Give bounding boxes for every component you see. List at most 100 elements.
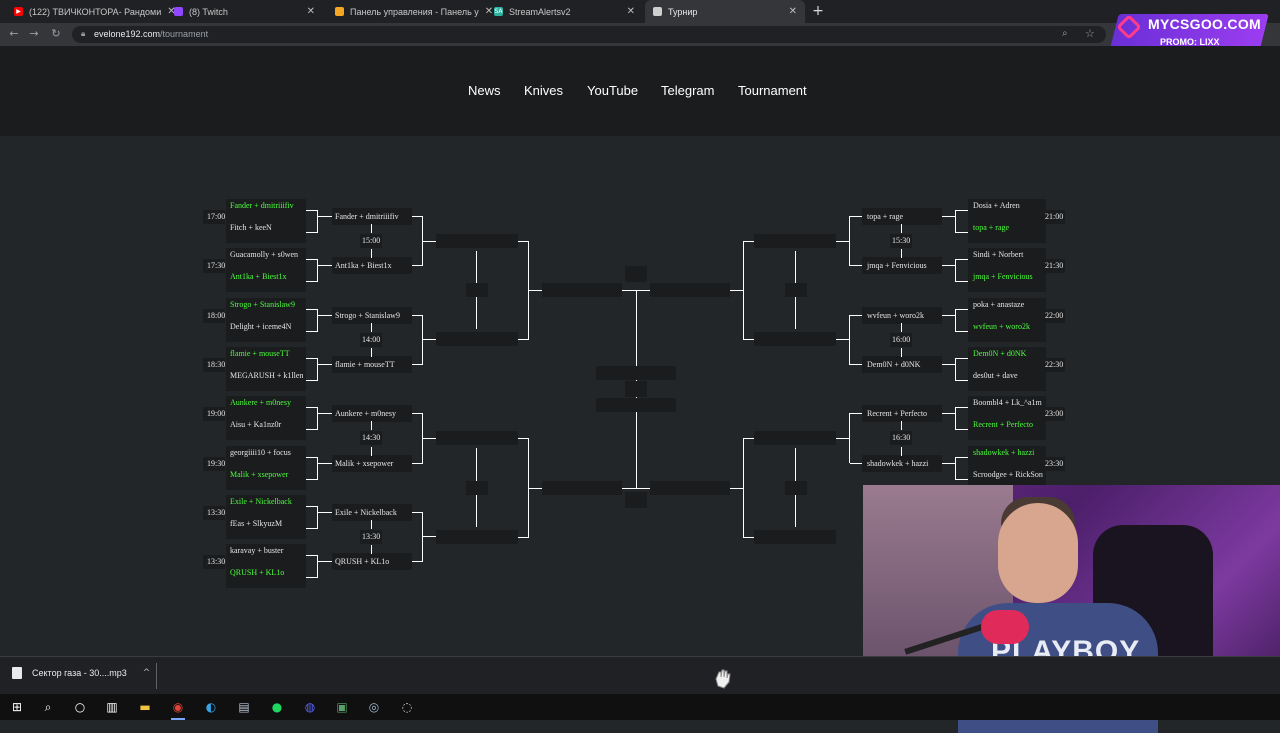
tab-strip: ▶ (122) ТВИЧКОНТОРА- Рандоми ✕ (8) Twitc… bbox=[0, 0, 1280, 23]
team-slot[interactable] bbox=[226, 494, 306, 517]
cortana-icon[interactable]: ○ bbox=[74, 700, 86, 714]
discord-icon[interactable]: ◍ bbox=[304, 700, 316, 714]
match-time-box bbox=[203, 210, 225, 224]
files-icon[interactable]: ▤ bbox=[238, 700, 250, 714]
team-slot[interactable] bbox=[968, 396, 1046, 419]
browser-tab-streamalerts[interactable]: SA StreamAlertsv2 ✕ bbox=[486, 0, 643, 23]
team-slot[interactable] bbox=[968, 445, 1046, 468]
team-name: Aunkere + m0nesy bbox=[230, 398, 291, 408]
bracket-line bbox=[422, 339, 436, 341]
bracket-line bbox=[850, 462, 862, 464]
obs-icon[interactable]: ◌ bbox=[401, 700, 413, 714]
bracket-line bbox=[636, 290, 650, 291]
spotify-icon[interactable]: ● bbox=[271, 700, 283, 714]
close-tab-icon[interactable]: ✕ bbox=[788, 6, 797, 17]
team-slot[interactable] bbox=[968, 418, 1046, 441]
browser-tab-tournament[interactable]: Турнир ✕ bbox=[645, 0, 805, 23]
team-slot[interactable] bbox=[968, 221, 1046, 243]
close-tab-icon[interactable]: ✕ bbox=[167, 6, 176, 17]
team-slot[interactable] bbox=[332, 503, 412, 521]
team-slot[interactable] bbox=[226, 566, 306, 589]
team-slot[interactable] bbox=[968, 467, 1046, 490]
search-icon[interactable]: ⌕ bbox=[44, 700, 52, 714]
team-slot[interactable] bbox=[968, 199, 1046, 221]
team-slot[interactable] bbox=[226, 418, 306, 441]
bracket-line bbox=[318, 265, 332, 267]
browser-tab-youtube[interactable]: ▶ (122) ТВИЧКОНТОРА- Рандоми ✕ bbox=[6, 0, 176, 23]
team-slot[interactable] bbox=[226, 248, 306, 271]
browser-tab-twitch[interactable]: (8) Twitch ✕ bbox=[166, 0, 323, 23]
team-slot[interactable] bbox=[862, 208, 942, 225]
team-slot[interactable] bbox=[968, 248, 1046, 271]
team-slot[interactable] bbox=[968, 297, 1046, 320]
team-slot[interactable] bbox=[226, 297, 306, 320]
steam-icon[interactable]: ◎ bbox=[368, 700, 380, 714]
team-slot[interactable] bbox=[862, 454, 942, 472]
bracket-line bbox=[901, 249, 902, 259]
team-slot[interactable] bbox=[862, 257, 942, 275]
windows-icon[interactable]: ⊞ bbox=[11, 700, 23, 714]
team-slot[interactable] bbox=[332, 553, 412, 571]
zoom-icon[interactable]: ⌕ bbox=[1062, 28, 1068, 39]
nav-link-youtube[interactable]: YouTube bbox=[587, 83, 639, 98]
browser-tab-panel[interactable]: Панель управления - Панель у ✕ bbox=[327, 0, 493, 23]
chrome-icon[interactable]: ◉ bbox=[169, 698, 187, 720]
nav-link-knives[interactable]: Knives bbox=[524, 83, 564, 98]
close-tab-icon[interactable]: ✕ bbox=[306, 6, 315, 17]
bracket-line bbox=[412, 462, 423, 464]
team-slot[interactable] bbox=[226, 544, 306, 567]
chevron-up-icon[interactable]: ^ bbox=[142, 668, 151, 678]
team-slot[interactable] bbox=[226, 221, 306, 243]
address-bar[interactable]: 🔒︎ evelone192.com/tournament ⌕ ☆ bbox=[72, 26, 1106, 43]
forward-icon[interactable]: → bbox=[29, 27, 39, 40]
app-icon[interactable]: ▣ bbox=[336, 700, 348, 714]
team-slot[interactable] bbox=[968, 368, 1046, 391]
bracket-line bbox=[955, 357, 956, 381]
nav-link-news[interactable]: News bbox=[468, 83, 501, 98]
team-slot[interactable] bbox=[968, 346, 1046, 369]
team-slot[interactable] bbox=[862, 306, 942, 324]
team-slot[interactable] bbox=[226, 199, 306, 221]
download-item[interactable]: Сектор газа - 30....mp3 ^ bbox=[12, 667, 150, 679]
bracket-line bbox=[955, 308, 968, 310]
team-slot[interactable] bbox=[332, 355, 412, 373]
team-slot[interactable] bbox=[226, 270, 306, 293]
back-icon[interactable]: ← bbox=[9, 27, 19, 40]
match-time: 18:00 bbox=[207, 310, 226, 320]
lock-icon: 🔒︎ bbox=[81, 29, 86, 38]
team-slot[interactable] bbox=[862, 355, 942, 373]
team-slot[interactable] bbox=[332, 257, 412, 275]
match-time-box bbox=[203, 357, 225, 372]
team-slot[interactable] bbox=[332, 454, 412, 472]
new-tab-icon[interactable]: + bbox=[812, 3, 824, 19]
tab-title: Панель управления - Панель у bbox=[350, 6, 479, 17]
team-slot[interactable] bbox=[226, 319, 306, 342]
reload-icon[interactable]: ↻ bbox=[51, 27, 61, 40]
team-slot[interactable] bbox=[226, 368, 306, 391]
close-tab-icon[interactable]: ✕ bbox=[626, 6, 635, 17]
bracket-line bbox=[306, 429, 318, 431]
empty-slot bbox=[785, 480, 807, 495]
close-tab-icon[interactable]: ✕ bbox=[484, 6, 494, 17]
explorer-icon[interactable]: ▬ bbox=[139, 700, 151, 714]
bracket-line bbox=[317, 505, 318, 529]
nav-link-telegram[interactable]: Telegram bbox=[661, 83, 715, 98]
team-slot[interactable] bbox=[332, 405, 412, 423]
team-slot[interactable] bbox=[226, 445, 306, 468]
team-name: Fander + dmitriiifiv bbox=[230, 201, 294, 210]
team-slot[interactable] bbox=[332, 306, 412, 324]
team-slot[interactable] bbox=[332, 208, 412, 225]
team-slot[interactable] bbox=[968, 319, 1046, 342]
match-time-box bbox=[360, 234, 382, 248]
empty-slot bbox=[650, 283, 730, 297]
edge-icon[interactable]: ◐ bbox=[205, 700, 217, 714]
team-slot[interactable] bbox=[968, 270, 1046, 293]
nav-link-tournament[interactable]: Tournament bbox=[738, 83, 807, 98]
team-slot[interactable] bbox=[226, 516, 306, 539]
team-slot[interactable] bbox=[226, 346, 306, 369]
taskview-icon[interactable]: ▥ bbox=[106, 700, 118, 714]
team-slot[interactable] bbox=[226, 396, 306, 419]
team-slot[interactable] bbox=[226, 467, 306, 490]
team-slot[interactable] bbox=[862, 405, 942, 423]
bookmark-star-icon[interactable]: ☆ bbox=[1085, 27, 1095, 40]
